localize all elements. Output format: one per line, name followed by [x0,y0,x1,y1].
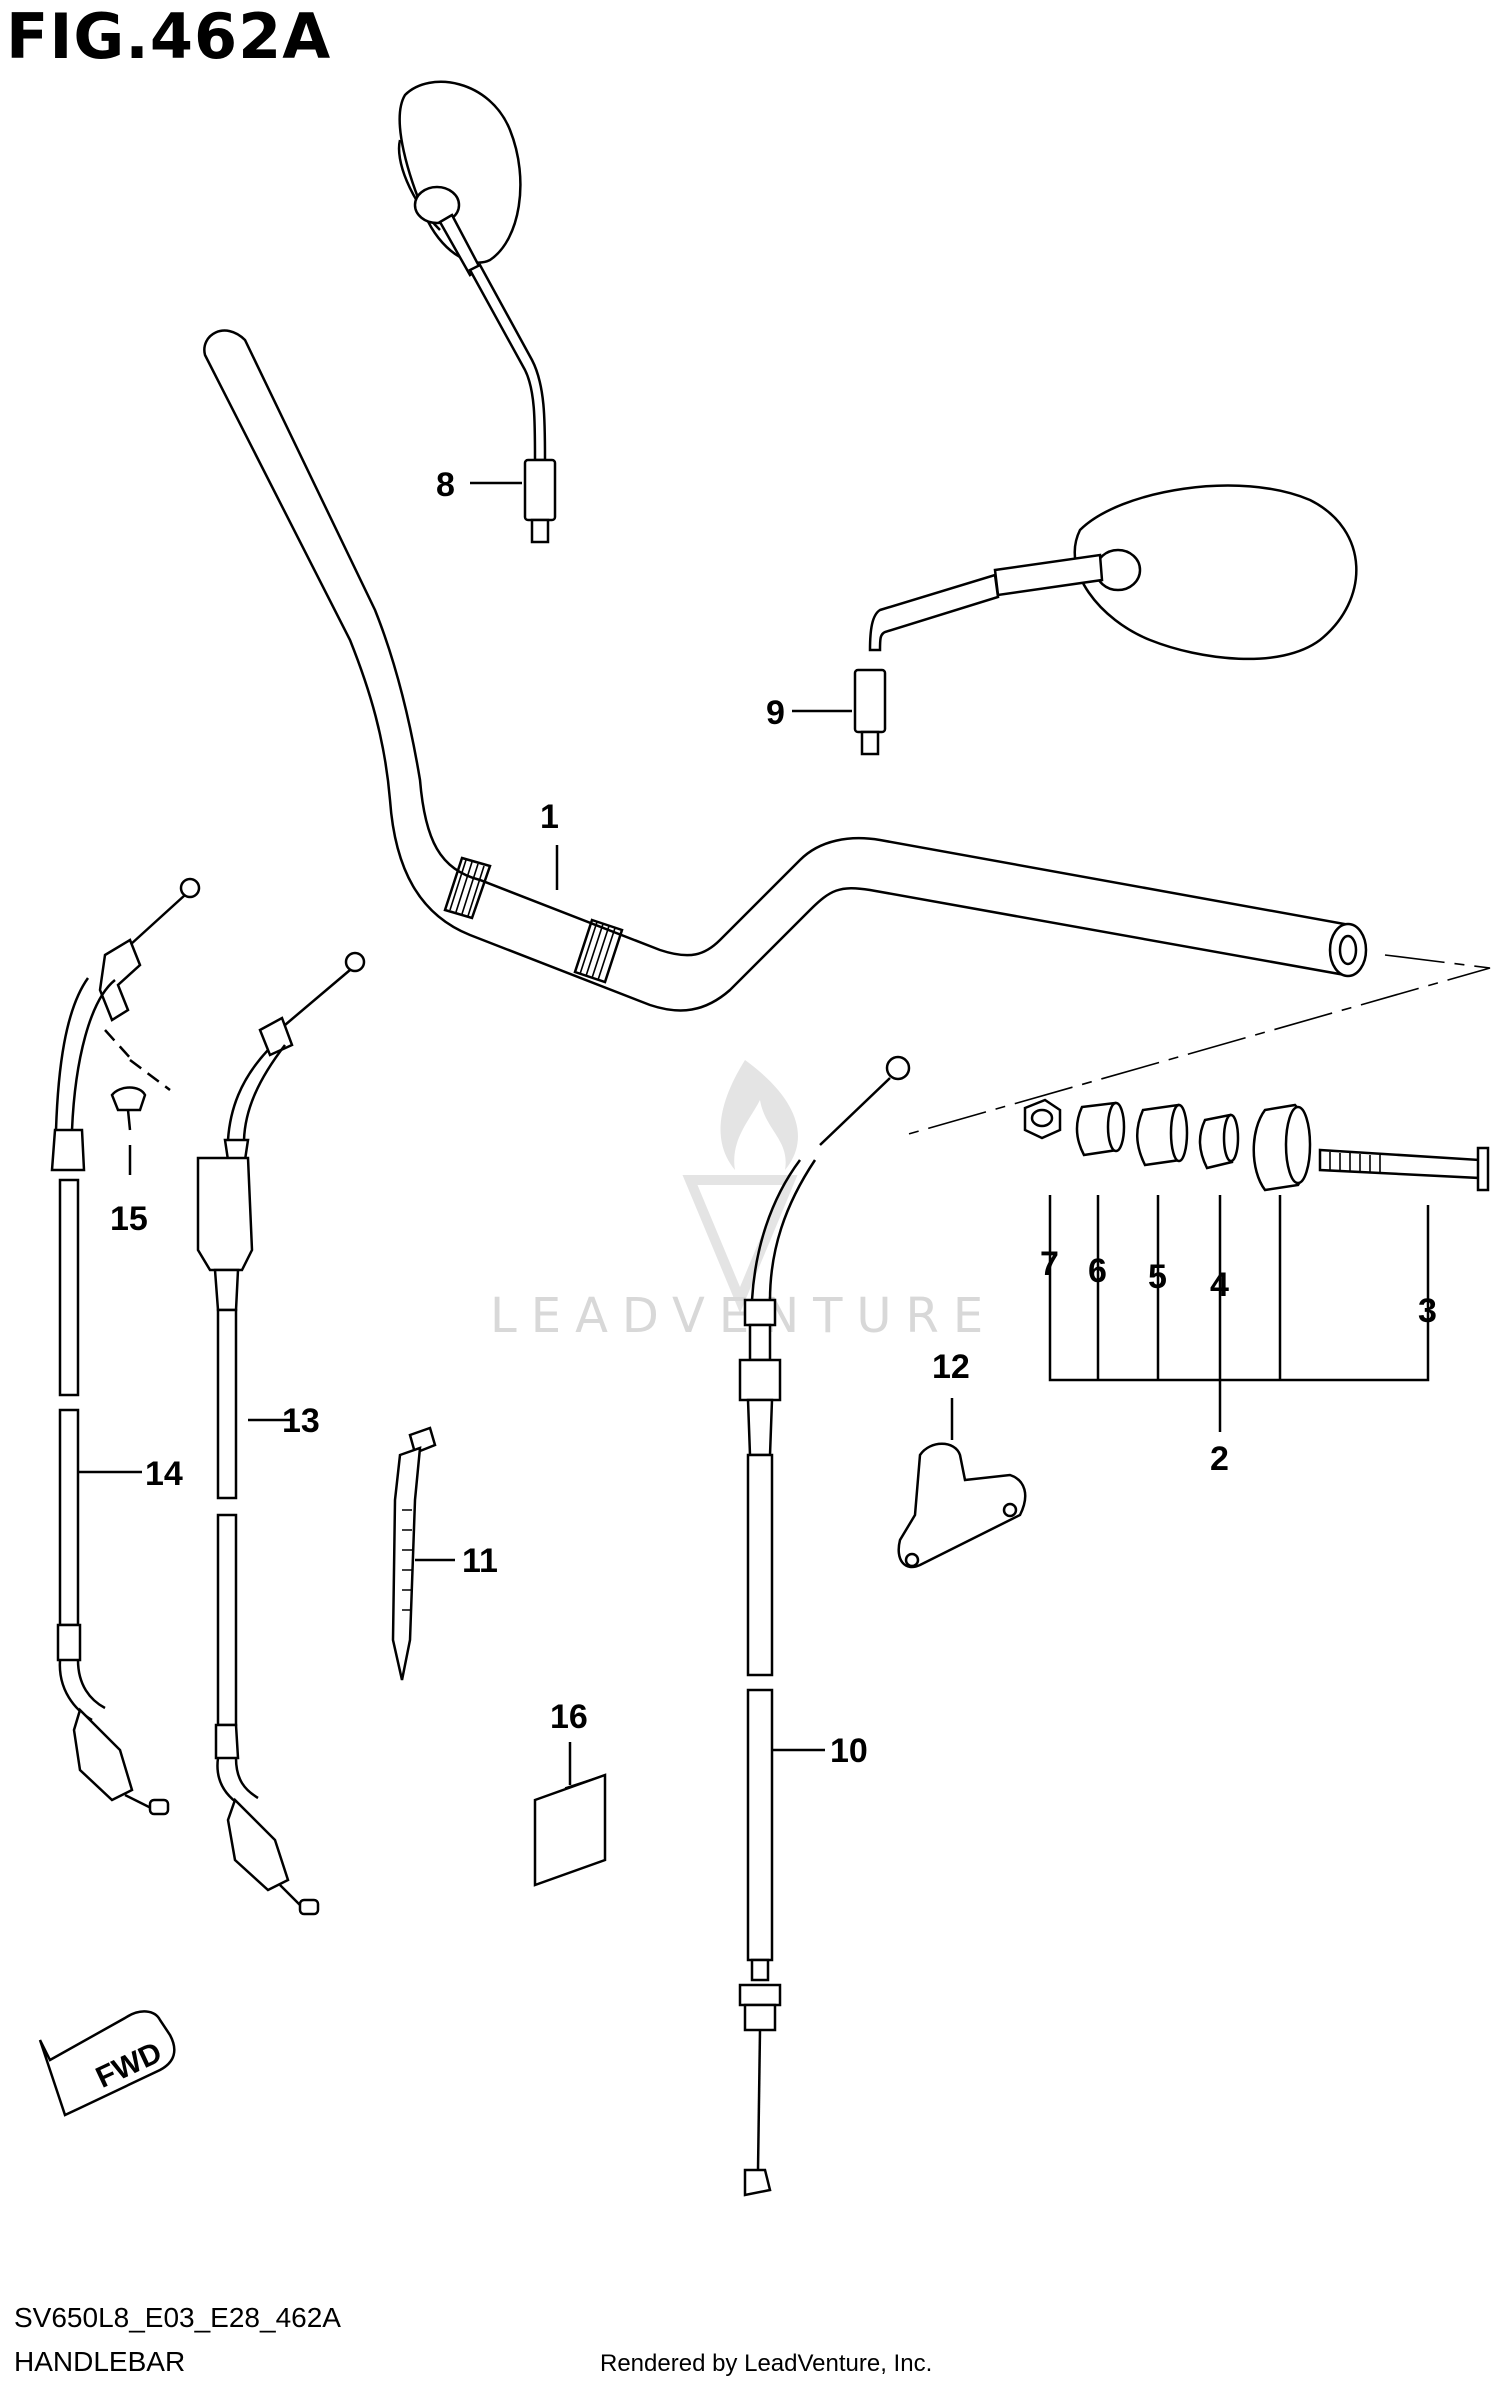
callout-3[interactable]: 3 [1418,1292,1437,1330]
caution-label[interactable] [533,1773,607,1887]
flame-logo-icon [720,1060,798,1170]
callout-7[interactable]: 7 [1040,1245,1059,1283]
watermark-text: LEADVENTURE [490,1288,997,1344]
callout-13[interactable]: 13 [282,1402,320,1440]
model-code: SV650L8_E03_E28_462A [14,2302,341,2333]
cable-guide-bracket[interactable] [897,1442,1027,1569]
callout-2[interactable]: 2 [1210,1440,1229,1478]
callout-9[interactable]: 9 [766,694,785,732]
bar-end-bolt[interactable] [1318,1146,1490,1192]
spacer-5[interactable] [1136,1103,1189,1167]
callout-15[interactable]: 15 [110,1200,148,1238]
callout-8[interactable]: 8 [436,466,455,504]
spacer-4[interactable] [1198,1113,1240,1170]
leader-lines [78,481,1222,1785]
v-logo-icon [682,1175,798,1313]
bar-end-weight[interactable] [1252,1103,1312,1192]
section-name: HANDLEBAR [14,2346,186,2377]
callout-12[interactable]: 12 [932,1348,970,1386]
throttle-cable-14[interactable] [50,877,201,1816]
callout-11[interactable]: 11 [462,1542,498,1580]
callout-5[interactable]: 5 [1148,1258,1167,1296]
callout-numbers: 1 2 3 4 5 6 7 8 9 10 11 12 13 14 15 16 [110,466,1437,1770]
watermark: LEADVENTURE [490,1060,997,1344]
callout-6[interactable]: 6 [1088,1252,1107,1290]
throttle-cable-13[interactable] [196,951,366,1916]
left-mirror[interactable] [397,80,557,544]
callout-14[interactable]: 14 [145,1455,183,1493]
handlebar[interactable] [203,329,1368,1012]
callout-4[interactable]: 4 [1210,1266,1229,1304]
callout-1[interactable]: 1 [540,798,559,836]
cable-tie[interactable] [391,1426,437,1681]
explode-lines [904,954,1491,1382]
fwd-arrow: FWD [38,2010,176,2117]
right-mirror[interactable] [853,484,1358,756]
callout-16[interactable]: 16 [550,1698,588,1736]
collar-nut-7[interactable] [1023,1098,1062,1140]
rendered-by-credit: Rendered by LeadVenture, Inc. [600,2350,933,2377]
callout-10[interactable]: 10 [830,1732,868,1770]
clutch-cable-10[interactable] [738,1055,911,2197]
figure-title: FIG.462A [6,0,332,73]
spacer-6[interactable] [1075,1101,1126,1157]
